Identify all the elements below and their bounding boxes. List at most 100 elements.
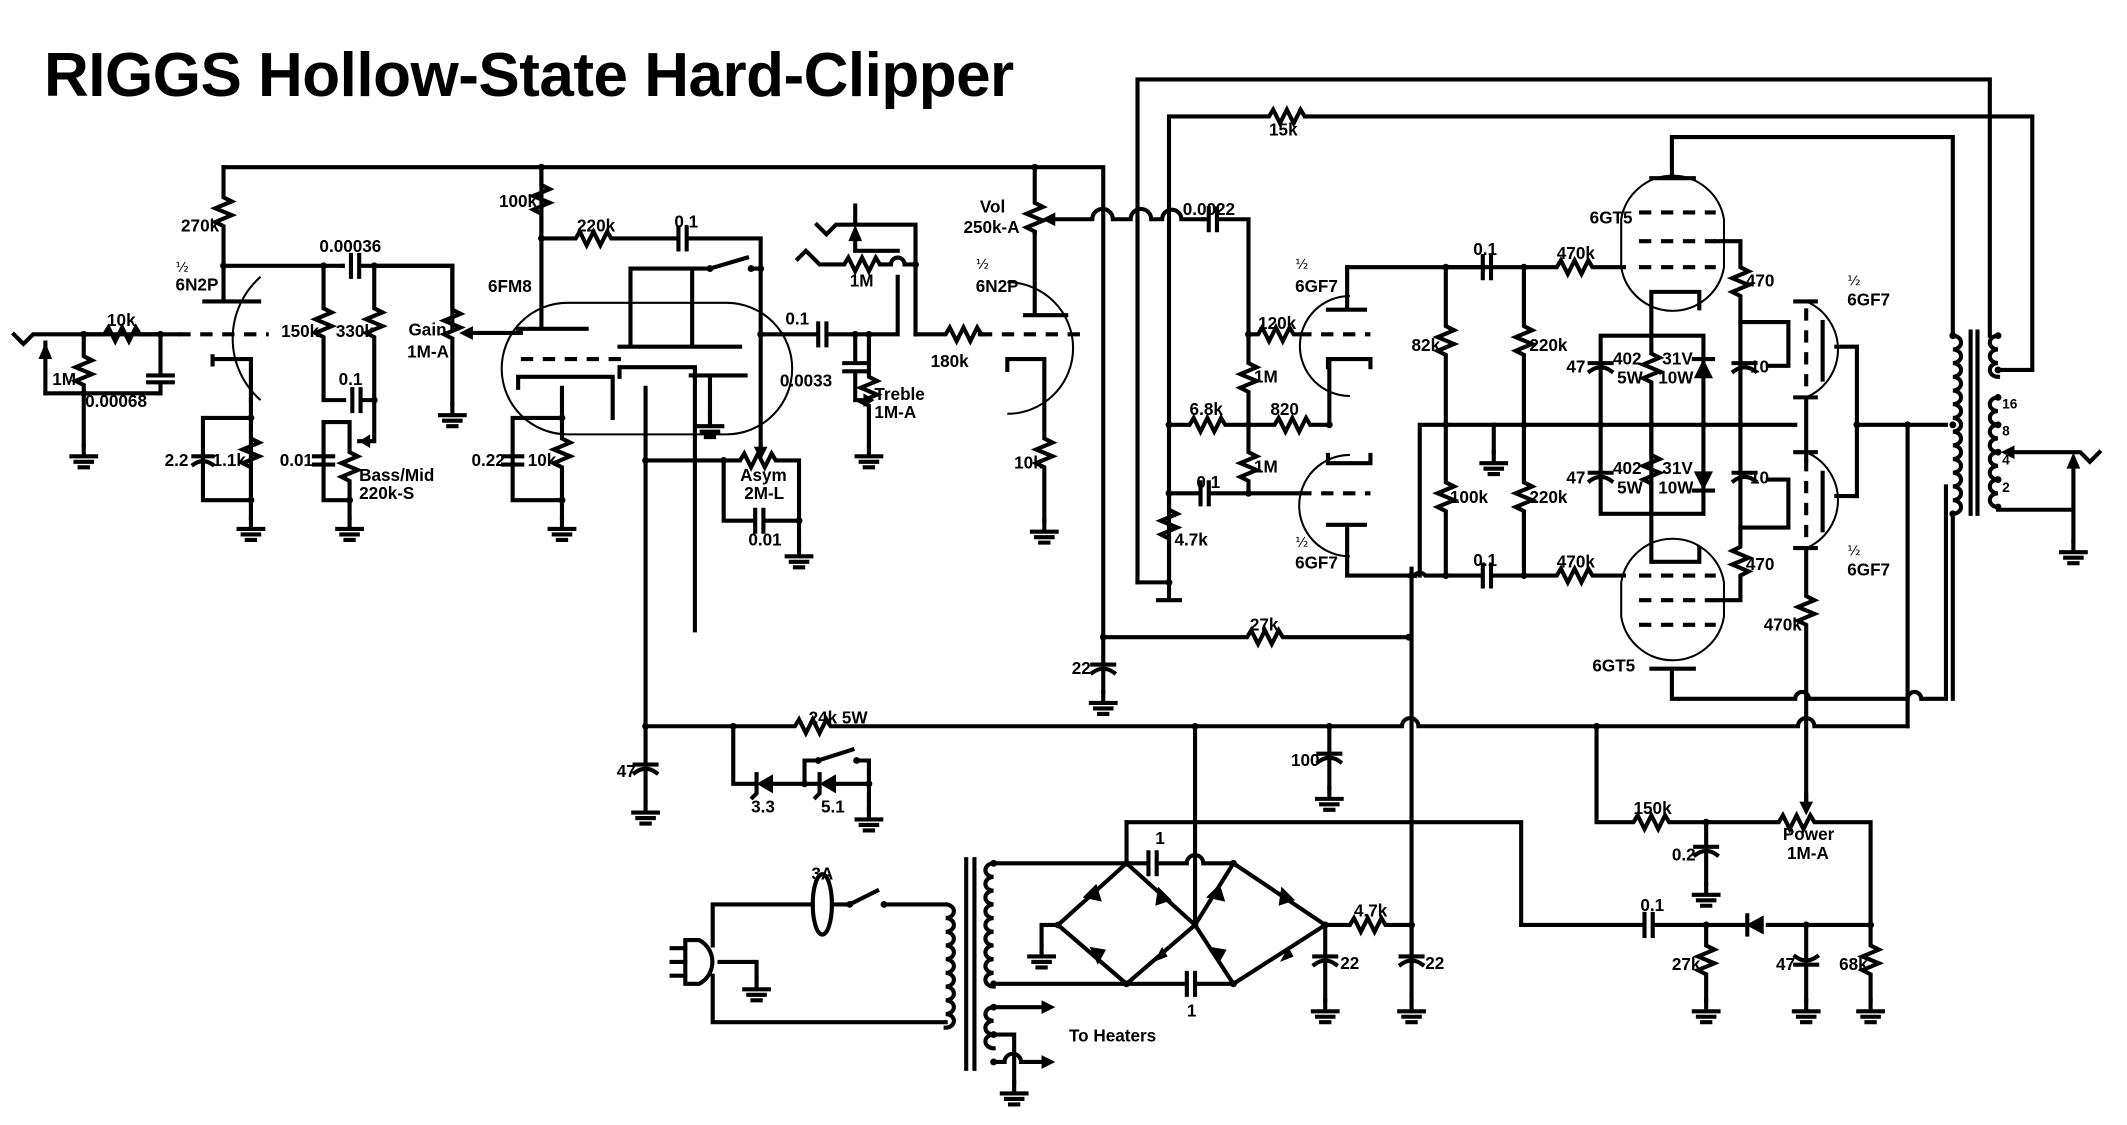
label-10w-top: 10W xyxy=(1658,369,1694,388)
label-220k-pa-top: 220k xyxy=(1529,336,1568,355)
label-31v-top: 31V xyxy=(1662,349,1693,368)
label-470k-follower: 470k xyxy=(1764,615,1803,634)
label-tap-4: 4 xyxy=(2002,453,2010,468)
label-0.0033: 0.0033 xyxy=(780,371,832,390)
label-4.7k-supply: 4.7k xyxy=(1354,902,1388,921)
label-half-v1a: ½ xyxy=(176,259,189,275)
label-820: 820 xyxy=(1270,400,1299,419)
label-250k-a: 250k-A xyxy=(963,218,1019,237)
v2-cathode xyxy=(501,385,574,540)
cap-0.00068 xyxy=(146,332,175,396)
label-tap-2: 2 xyxy=(2002,480,2010,495)
schematic-title: RIGGS Hollow-State Hard-Clipper xyxy=(44,41,1014,110)
label-0.1-pi: 0.1 xyxy=(1196,473,1220,492)
label-22-supply-a: 22 xyxy=(1340,954,1359,973)
label-6gf7-pi-bottom: 6GF7 xyxy=(1295,554,1338,573)
vol-pot[interactable] xyxy=(1021,163,1206,236)
label-zener-3.3: 3.3 xyxy=(751,798,775,817)
label-330k: 330k xyxy=(336,322,375,341)
label-0.01-asym: 0.01 xyxy=(748,530,782,549)
fx-jack[interactable] xyxy=(794,203,985,346)
label-10-bottom: 10 xyxy=(1750,469,1769,488)
label-1m-input: 1M xyxy=(52,370,76,389)
bright-switch-v2[interactable] xyxy=(690,255,765,273)
label-half-follower-bottom: ½ xyxy=(1847,543,1860,559)
label-half-v1b: ½ xyxy=(976,257,989,273)
tone-stack xyxy=(221,252,455,540)
speaker-output-jack[interactable] xyxy=(1995,445,2103,563)
label-470-bottom: 470 xyxy=(1746,555,1775,574)
label-68k-bias: 68k xyxy=(1839,955,1868,974)
label-4.7k-pi: 4.7k xyxy=(1174,530,1208,549)
label-5w-top: 5W xyxy=(1617,369,1644,388)
label-0.00068: 0.00068 xyxy=(85,392,147,411)
label-0.1-pa-bottom: 0.1 xyxy=(1473,551,1497,570)
label-vol: Vol xyxy=(980,197,1005,216)
label-half-pi-bottom: ½ xyxy=(1295,535,1308,551)
label-power-pot[interactable]: Power xyxy=(1783,825,1835,844)
label-31v-bottom: 31V xyxy=(1662,459,1693,478)
cathode-network xyxy=(1586,319,1791,530)
label-zener-5.1: 5.1 xyxy=(821,798,845,817)
label-2.2: 2.2 xyxy=(165,451,189,470)
label-1m-a-power: 1M-A xyxy=(1787,844,1829,863)
label-treble[interactable]: Treble xyxy=(874,385,924,404)
label-to-heaters: To Heaters xyxy=(1069,1026,1156,1045)
label-270k: 270k xyxy=(181,217,220,236)
label-0.1-bias: 0.1 xyxy=(1640,896,1664,915)
label-2m-l: 2M-L xyxy=(744,484,784,503)
label-1-bridge-top: 1 xyxy=(1155,829,1165,848)
label-470k-bottom: 470k xyxy=(1557,552,1596,571)
label-6gf7-follower-bottom: 6GF7 xyxy=(1847,561,1890,580)
label-1.1k: 1.1k xyxy=(213,451,247,470)
label-gain: Gain xyxy=(409,321,447,340)
v1a-cathode xyxy=(190,398,263,540)
power-transformer xyxy=(943,857,1056,1104)
label-27k-bias: 27k xyxy=(1672,955,1701,974)
label-6gt5-top: 6GT5 xyxy=(1590,208,1633,227)
label-1m-a-gain: 1M-A xyxy=(407,343,449,362)
label-82k: 82k xyxy=(1412,336,1441,355)
label-10k-input: 10k xyxy=(107,311,136,330)
label-half-pi-top: ½ xyxy=(1295,257,1308,273)
label-6gf7-follower-top: 6GF7 xyxy=(1847,291,1890,310)
label-6fm8: 6FM8 xyxy=(488,277,532,296)
power-switch[interactable] xyxy=(843,884,891,911)
label-120k: 120k xyxy=(1258,314,1297,333)
label-470k-top: 470k xyxy=(1557,244,1596,263)
label-tap-8: 8 xyxy=(2002,424,2010,439)
resistor-1m-input xyxy=(70,330,98,397)
fuse-3a xyxy=(810,872,948,937)
clip-switch[interactable] xyxy=(802,746,871,786)
output-transformer xyxy=(1949,329,2002,701)
feedback-resistor-15k xyxy=(1166,105,2035,585)
tube-pi-bottom-6gf7 xyxy=(1298,452,1411,578)
label-15k: 15k xyxy=(1269,121,1298,140)
label-150k: 150k xyxy=(281,322,320,341)
label-100-node: 100 xyxy=(1291,751,1320,770)
follower-6gf7-bottom xyxy=(1792,421,1949,811)
pi-input xyxy=(1135,206,1333,603)
label-tap-16: 16 xyxy=(2002,396,2018,411)
label-5w-bottom: 5W xyxy=(1617,478,1644,497)
label-asym: Asym xyxy=(740,466,787,485)
asym-pot[interactable] xyxy=(642,444,811,568)
label-0.1-treble: 0.1 xyxy=(785,310,809,329)
label-0.1-pa-top: 0.1 xyxy=(1473,240,1497,259)
label-470-top: 470 xyxy=(1746,271,1775,290)
label-402-top: 402 xyxy=(1613,349,1642,368)
label-0.1-v2: 0.1 xyxy=(674,212,698,231)
zener-string xyxy=(731,724,881,830)
label-27k-screen: 27k xyxy=(1250,615,1279,634)
label-fuse-3a: 3A xyxy=(811,865,833,884)
label-0.2-bias: 0.2 xyxy=(1672,846,1696,865)
label-6n2p-v1a: 6N2P xyxy=(176,275,219,294)
label-0.0022: 0.0022 xyxy=(1183,200,1235,219)
label-100k-pa: 100k xyxy=(1450,488,1489,507)
label-1m-pi-bottom: 1M xyxy=(1254,458,1278,477)
label-6gt5-bottom: 6GT5 xyxy=(1592,656,1635,675)
label-0.22: 0.22 xyxy=(472,451,505,470)
label-180k: 180k xyxy=(931,352,970,371)
label-10w-bottom: 10W xyxy=(1658,478,1694,497)
